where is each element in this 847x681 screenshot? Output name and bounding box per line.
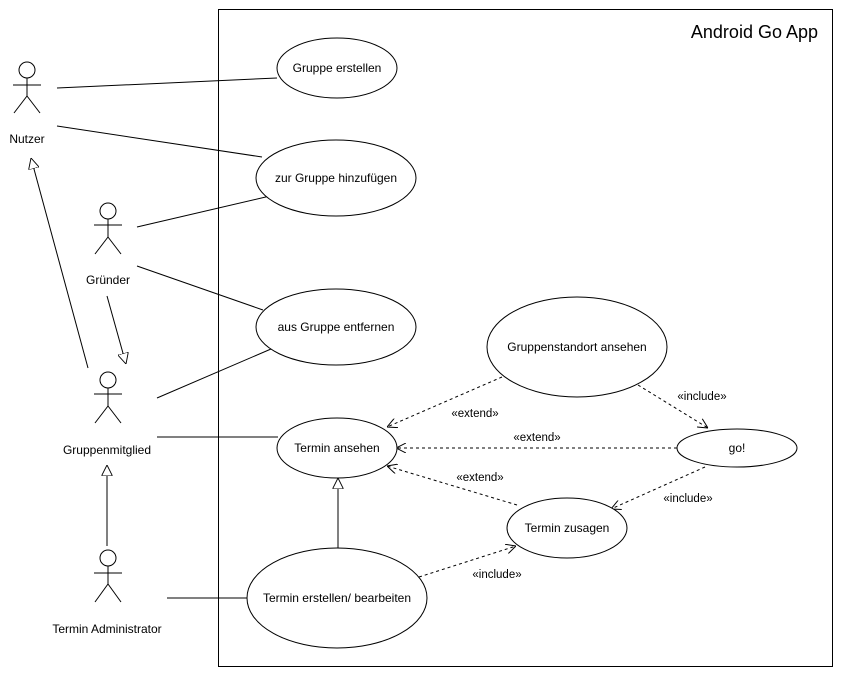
actor-label-termin-administrator: Termin Administrator: [52, 622, 161, 636]
actor-gruender: Gründer: [86, 202, 130, 287]
generalization-gruppenmitglied-nutzer: [31, 158, 89, 369]
svg-text:Termin erstellen/ bearbeiten: Termin erstellen/ bearbeiten: [263, 591, 411, 605]
association-nutzer-gruppe-erstellen: [56, 77, 278, 89]
association-nutzer-hinzufuegen: [56, 125, 263, 158]
use-case-go: go!: [676, 428, 798, 468]
actor-label-nutzer: Nutzer: [9, 132, 44, 146]
svg-text:Termin zusagen: Termin zusagen: [525, 521, 610, 535]
label-include-go-zusagen: «include»: [663, 493, 712, 505]
actor-label-gruender: Gründer: [86, 273, 130, 287]
label-extend-go: «extend»: [513, 432, 560, 444]
system-boundary: [218, 9, 833, 667]
association-gruender-entfernen: [136, 265, 264, 311]
actor-termin-administrator: Termin Administrator: [52, 549, 162, 636]
use-case-gruppenstandort-ansehen: Gruppenstandort ansehen: [486, 296, 668, 398]
use-case-termin-zusagen: Termin zusagen: [506, 497, 628, 559]
svg-text:Gruppe erstellen: Gruppe erstellen: [293, 61, 382, 75]
actor-label-gruppenmitglied: Gruppenmitglied: [63, 443, 151, 457]
use-case-zur-gruppe-hinzufuegen: zur Gruppe hinzufügen: [255, 139, 417, 217]
use-case-termin-ansehen: Termin ansehen: [276, 417, 398, 479]
association-gruender-hinzufuegen: [136, 195, 271, 228]
include-standort-go: [637, 384, 708, 428]
extend-standort-ansehen: [387, 376, 503, 427]
extend-zusagen-ansehen: [387, 466, 518, 506]
use-case-gruppe-erstellen: Gruppe erstellen: [276, 37, 398, 99]
use-case-aus-gruppe-entfernen: aus Gruppe entfernen: [255, 288, 417, 366]
label-include-standort-go: «include»: [677, 391, 726, 403]
actor-nutzer: Nutzer: [9, 61, 45, 146]
svg-text:Termin ansehen: Termin ansehen: [294, 441, 379, 455]
include-erstellen-zusagen: [418, 546, 516, 578]
label-include-erstellen-zusagen: «include»: [472, 569, 521, 581]
svg-text:zur Gruppe hinzufügen: zur Gruppe hinzufügen: [275, 171, 397, 185]
label-extend-zusagen: «extend»: [456, 472, 503, 484]
include-go-zusagen: [611, 466, 706, 509]
generalization-gruender-gruppenmitglied: [106, 295, 126, 364]
svg-text:aus Gruppe entfernen: aus Gruppe entfernen: [278, 320, 395, 334]
actor-gruppenmitglied: Gruppenmitglied: [63, 371, 151, 457]
svg-text:go!: go!: [729, 441, 746, 455]
label-extend-standort: «extend»: [451, 408, 498, 420]
system-title: Android Go App: [691, 22, 818, 42]
svg-text:Gruppenstandort ansehen: Gruppenstandort ansehen: [507, 340, 646, 354]
association-gruppenmitglied-entfernen: [156, 345, 279, 399]
use-case-termin-erstellen-bearbeiten: Termin erstellen/ bearbeiten: [246, 547, 428, 649]
